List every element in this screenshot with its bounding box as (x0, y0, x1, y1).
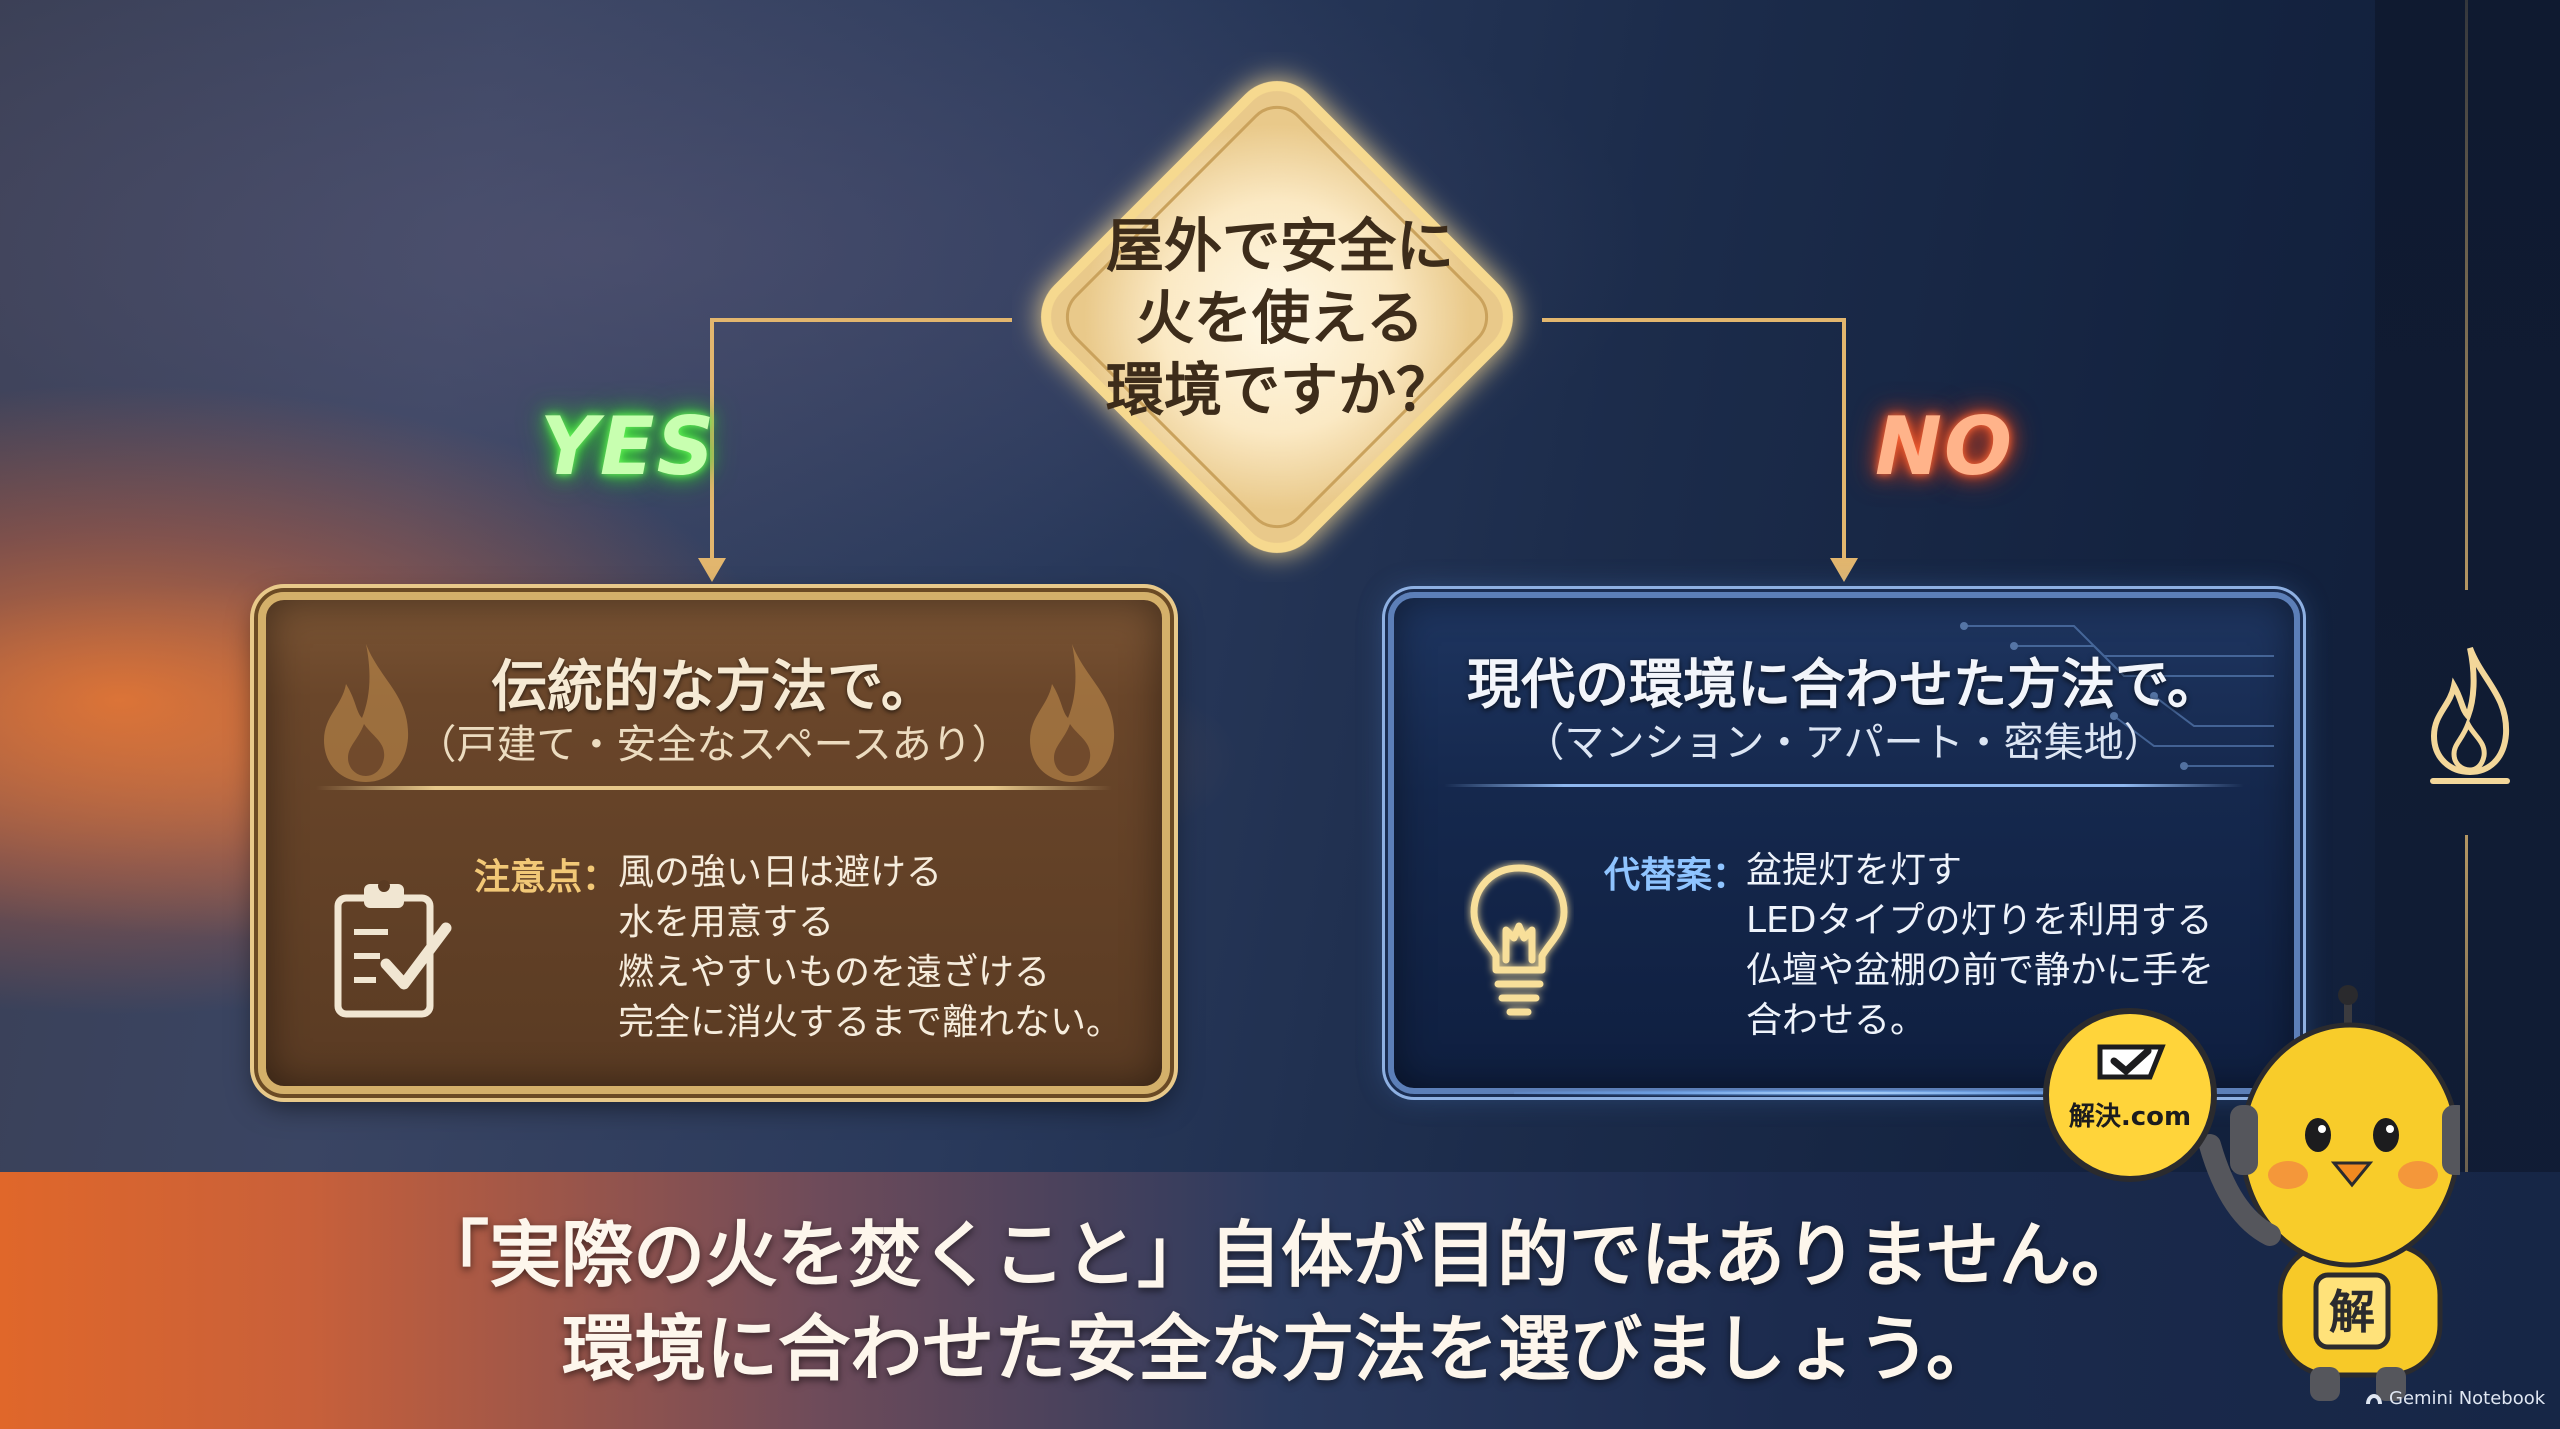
list-item: 水を用意する (618, 902, 835, 943)
list-item: 風の強い日は避ける (618, 852, 943, 893)
side-divider-bottom (2465, 835, 2468, 1429)
yes-card: 伝統的な方法で。 （戸建て・安全なスペースあり） 注意点： 風の強い日は避ける … (258, 592, 1170, 1094)
mascot-antenna-tip (2338, 985, 2358, 1005)
mascot-sign (2043, 1008, 2217, 1182)
mascot-eye-right (2373, 1118, 2399, 1152)
mascot-sign-text: 解決.com (2069, 1102, 2191, 1132)
yes-card-items: 風の強い日は避ける 水を用意する 燃えやすいものを遠ざける 完全に消火するまで離… (618, 848, 1122, 1048)
decision-diamond (1041, 81, 1513, 553)
no-card-divider (1444, 784, 2244, 787)
lightbulb-icon (1470, 864, 1568, 1016)
mascot-ear-right (2442, 1105, 2460, 1175)
mascot-cheek-right (2398, 1161, 2438, 1189)
no-card-title: 現代の環境に合わせた方法で。 (1467, 652, 2221, 716)
list-item: 完全に消火するまで離れない。 (618, 1002, 1123, 1043)
mascot-arm (2199, 1134, 2281, 1246)
no-card-label: 代替案： (1604, 855, 1749, 896)
mascot-eye-shine-left (2318, 1125, 2326, 1133)
banner-line-2: 環境に合わせた安全な方法を選びましょう。 (562, 1306, 1998, 1391)
yes-card-divider (316, 786, 1112, 790)
mascot-cheek-left (2268, 1161, 2308, 1189)
yes-card-subtitle: （戸建て・安全なスペースあり） (416, 722, 1012, 768)
list-item: LEDタイプの灯りを利用する (1746, 900, 2213, 941)
check-mark (2110, 1047, 2152, 1076)
card-glow (1514, 1090, 2174, 1096)
decision-question: 屋外で安全に 火を使える 環境ですか？ (1105, 212, 1454, 424)
flame-icon (324, 644, 409, 782)
mascot-leg-left (2310, 1367, 2340, 1401)
gemini-notebook-icon (2366, 1394, 2382, 1404)
yes-card-label: 注意点： (474, 857, 619, 898)
mascot-leg-right (2376, 1367, 2406, 1401)
mascot-eye-left (2305, 1118, 2331, 1152)
brand-text: Gemini Notebook (2389, 1388, 2546, 1409)
mascot-badge (2313, 1272, 2391, 1350)
clipboard-check-icon (334, 880, 452, 1018)
mascot-beak (2330, 1161, 2374, 1188)
list-item: 燃えやすいものを遠ざける (618, 952, 1051, 993)
list-item: 仏壇や盆棚の前で静かに手を (1746, 950, 2215, 991)
banner-line-1: 「実際の火を焚くこと」自体が目的ではありません。 (417, 1212, 2143, 1297)
circuit-decoration (1960, 622, 2274, 770)
no-label: NO (1875, 400, 2014, 493)
flame-icon (1030, 644, 1115, 782)
side-divider-top (2465, 0, 2468, 590)
robot-chick-mascot: 解 解決.com (2043, 985, 2460, 1401)
mascot-badge-text: 解 (2329, 1285, 2375, 1339)
yes-label: YES (540, 400, 717, 493)
no-card-subtitle: （マンション・アパート・密集地） (1524, 720, 2164, 766)
list-item: 合わせる。 (1746, 1000, 1927, 1041)
flame-icon (2430, 646, 2510, 784)
message-banner: 「実際の火を焚くこと」自体が目的ではありません。 環境に合わせた安全な方法を選び… (0, 1172, 2560, 1429)
mascot-ear-left (2230, 1105, 2258, 1175)
no-card-items: 盆提灯を灯す LEDタイプの灯りを利用する 仏壇や盆棚の前で静かに手を 合わせる… (1746, 846, 2214, 1046)
mascot-eye-shine-right (2386, 1125, 2394, 1133)
brand-watermark: Gemini Notebook (2365, 1388, 2545, 1409)
list-item: 盆提灯を灯す (1746, 850, 1963, 891)
yes-card-title: 伝統的な方法で。 (491, 654, 937, 720)
